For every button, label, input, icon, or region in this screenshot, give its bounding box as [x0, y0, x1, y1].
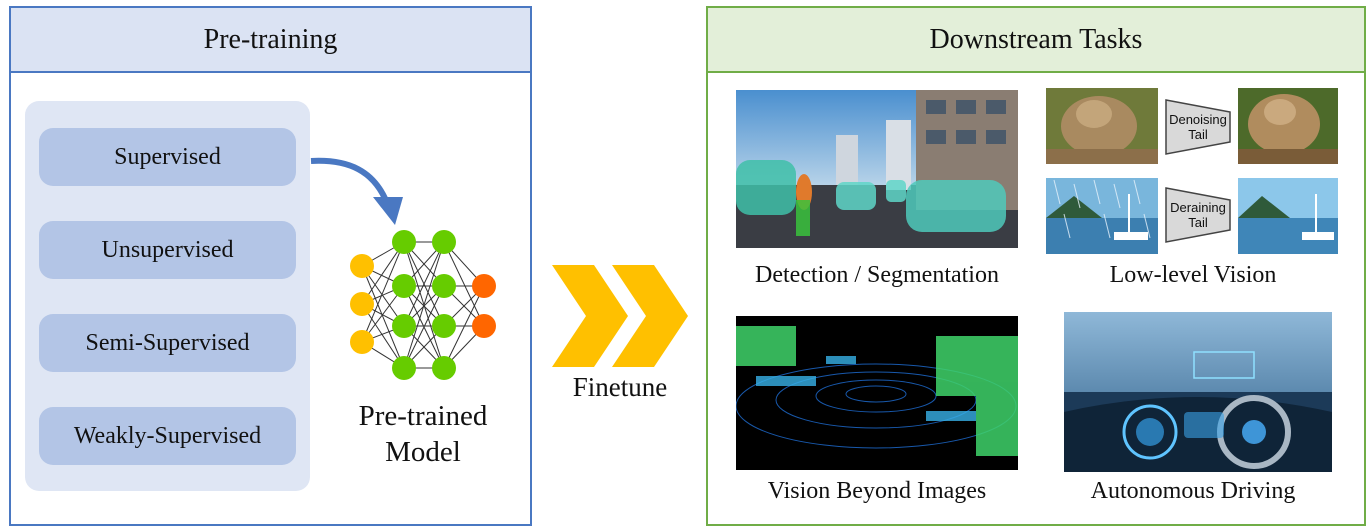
- nn-edge: [443, 285, 485, 369]
- nn-hidden-node: [432, 230, 456, 254]
- finetune-chevrons-icon: [552, 265, 688, 367]
- neural-network-icon: [350, 230, 496, 380]
- method-unsupervised: Unsupervised: [39, 221, 296, 279]
- nn-input-node: [350, 330, 374, 354]
- method-supervised: Supervised: [39, 128, 296, 186]
- caption-detection-segmentation: Detection / Segmentation: [755, 262, 999, 288]
- nn-input-node: [350, 254, 374, 278]
- nn-hidden-node: [392, 356, 416, 380]
- nn-edge: [443, 241, 485, 327]
- nn-hidden-node: [432, 314, 456, 338]
- deraining-tail-word: Tail: [1188, 215, 1208, 230]
- nn-edge: [361, 241, 405, 305]
- nn-edge: [403, 241, 445, 327]
- caption-autonomous-driving: Autonomous Driving: [1090, 478, 1296, 504]
- nn-edge: [361, 303, 405, 369]
- low-level-vision-image: [1046, 88, 1338, 254]
- model-label-line2: Model: [385, 436, 461, 468]
- denoising-label: Denoising: [1169, 112, 1227, 127]
- nn-hidden-node: [392, 274, 416, 298]
- autonomous-driving-image: [1064, 312, 1332, 472]
- pretraining-title: Pre-training: [11, 8, 530, 73]
- pretrained-model-label: Pre-trained Model: [333, 398, 513, 470]
- nn-edge: [403, 241, 445, 369]
- denoising-tail-word: Tail: [1188, 127, 1208, 142]
- caption-vision-beyond-images: Vision Beyond Images: [767, 478, 987, 504]
- finetune-label: Finetune: [572, 372, 668, 402]
- downstream-panel: Downstream Tasks: [706, 6, 1366, 526]
- pretraining-panel: Pre-training Supervised Unsupervised Sem…: [9, 6, 532, 526]
- curved-arrow-icon: [310, 157, 403, 225]
- nn-edge: [361, 265, 405, 327]
- nn-edge: [361, 241, 405, 343]
- nn-edge: [361, 265, 405, 369]
- nn-output-node: [472, 314, 496, 338]
- nn-output-node: [472, 274, 496, 298]
- nn-hidden-node: [432, 274, 456, 298]
- deraining-tail-label: Deraining Tail: [1164, 200, 1232, 230]
- low-level-vision-figure: Denoising Tail Deraining Tail: [1044, 84, 1344, 254]
- caption-low-level-vision: Low-level Vision: [1109, 262, 1277, 288]
- nn-edge: [403, 285, 445, 369]
- method-weakly-supervised: Weakly-Supervised: [39, 407, 296, 465]
- deraining-label: Deraining: [1170, 200, 1226, 215]
- nn-hidden-node: [392, 314, 416, 338]
- pretraining-methods-group: Supervised Unsupervised Semi-Supervised …: [25, 101, 310, 491]
- nn-hidden-node: [392, 230, 416, 254]
- nn-input-node: [350, 292, 374, 316]
- denoising-tail-label: Denoising Tail: [1164, 112, 1232, 142]
- method-semi-supervised: Semi-Supervised: [39, 314, 296, 372]
- model-label-line1: Pre-trained: [358, 400, 488, 432]
- nn-hidden-node: [432, 356, 456, 380]
- detection-segmentation-image: [736, 90, 1018, 248]
- point-cloud-image: [736, 316, 1018, 470]
- downstream-title: Downstream Tasks: [708, 8, 1364, 73]
